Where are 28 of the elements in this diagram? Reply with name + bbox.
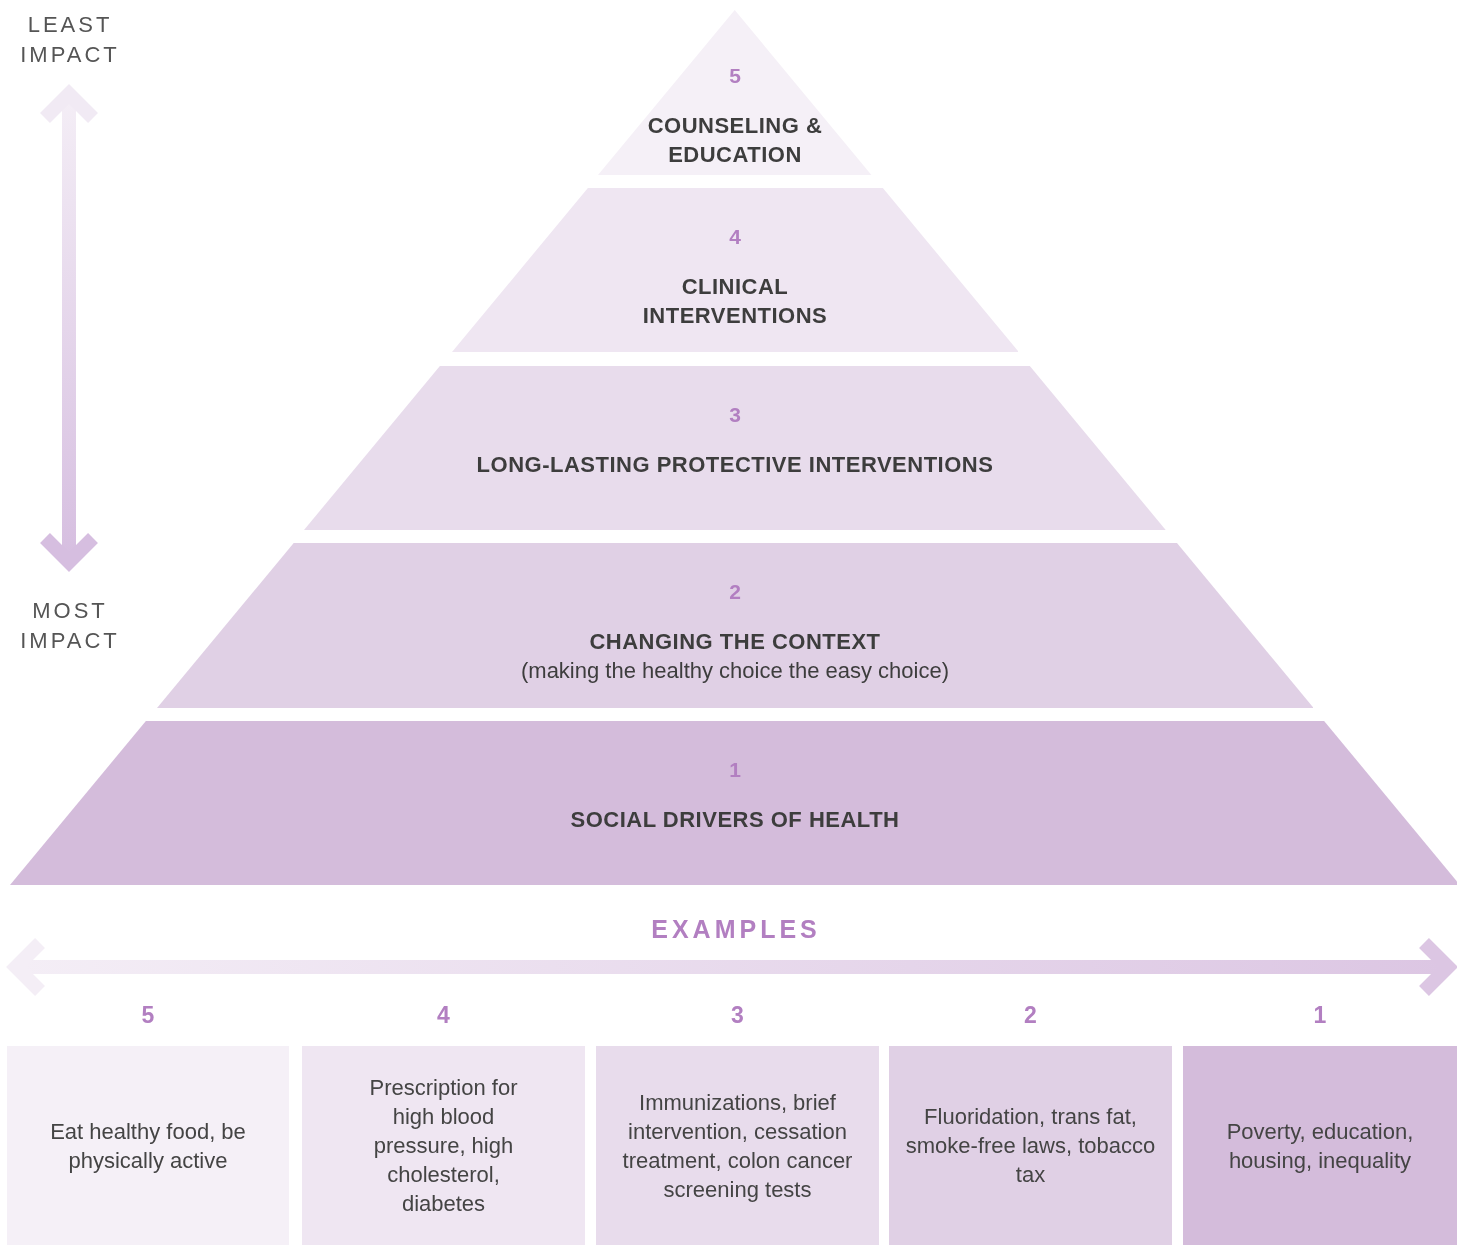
level-title: SOCIAL DRIVERS OF HEALTH — [570, 806, 900, 834]
example-number: 5 — [140, 1002, 156, 1029]
impact-label: LEAST IMPACT — [19, 11, 121, 69]
level-title: LONG-LASTING PROTECTIVE INTERVENTIONS — [476, 451, 994, 479]
example-text: Poverty, education, housing, inequality — [1225, 1117, 1415, 1175]
level-title: COUNSELING & EDUCATION — [646, 112, 824, 169]
example-box — [1183, 1046, 1457, 1245]
example-box — [596, 1046, 879, 1245]
level-number: 1 — [729, 757, 741, 783]
level-title: CHANGING THE CONTEXT — [589, 628, 881, 656]
level-title: CLINICAL INTERVENTIONS — [641, 273, 829, 330]
example-number: 1 — [1312, 1002, 1328, 1029]
example-text: Prescription for high blood pressure, high cholesterol, diabetes — [368, 1074, 519, 1218]
level-subtitle: (making the healthy choice the easy choice) — [521, 657, 949, 685]
section-heading: EXAMPLES — [650, 914, 822, 944]
level-number: 4 — [729, 224, 741, 250]
level-number: 3 — [729, 402, 741, 428]
impact-label: MOST IMPACT — [19, 597, 121, 655]
example-text: Immunizations, brief intervention, cessation treatment, colon cancer screening tests — [621, 1088, 854, 1204]
example-text: Eat healthy food, be physically active — [49, 1117, 247, 1175]
level-number: 2 — [729, 579, 741, 605]
example-box — [302, 1046, 585, 1245]
example-number: 2 — [1023, 1002, 1038, 1029]
example-text: Fluoridation, trans fat, smoke-free laws, tobacco tax — [904, 1103, 1157, 1189]
example-box — [889, 1046, 1172, 1245]
example-number: 3 — [730, 1002, 745, 1029]
level-number: 5 — [729, 63, 741, 89]
example-number: 4 — [436, 1002, 451, 1029]
